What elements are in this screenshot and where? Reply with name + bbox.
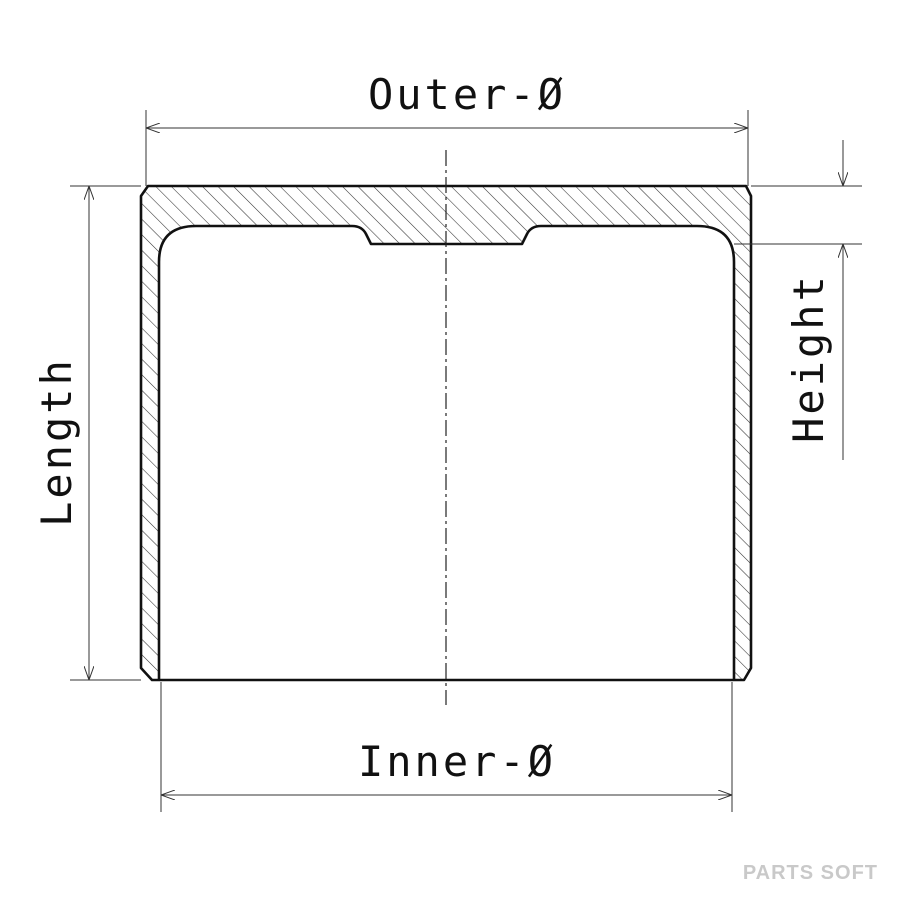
inner-diameter-label: Inner-Ø — [358, 737, 556, 786]
watermark-text: PARTS SOFT — [743, 862, 878, 884]
outer-contour — [139, 184, 753, 682]
height-label: Height — [784, 273, 833, 443]
outer-diameter-label: Outer-Ø — [368, 70, 566, 119]
length-label: Length — [32, 357, 81, 527]
